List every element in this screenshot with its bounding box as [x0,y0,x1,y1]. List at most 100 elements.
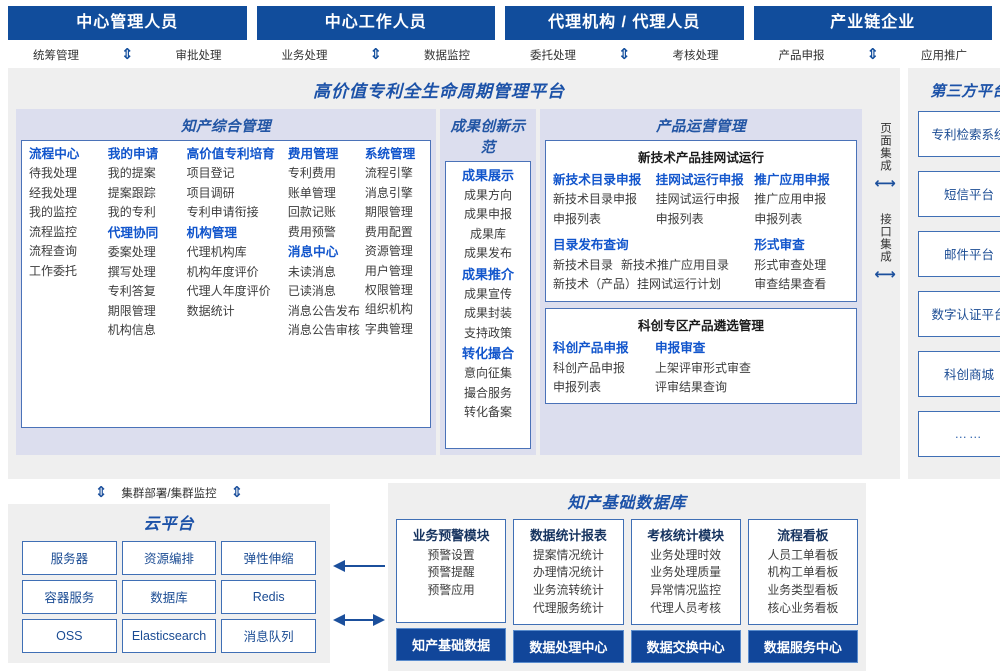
module-item[interactable]: 上架评审形式审查 [655,360,752,375]
module-item[interactable]: 用户管理 [364,263,413,278]
module-item[interactable]: 撰写处理 [107,264,156,279]
database-footer-base-data[interactable]: 知产基础数据 [396,627,507,661]
module-item[interactable]: 挂网试运行申报 [655,192,740,207]
module-item[interactable]: 支持政策 [463,325,512,340]
module-item[interactable]: 新技术（产品）挂网试运行计划 [553,277,722,292]
module-item[interactable]: 待我处理 [29,166,78,181]
module-item[interactable]: 字典管理 [364,321,413,336]
module-item[interactable]: 意向征集 [463,366,512,381]
module-item[interactable]: 资源管理 [364,244,413,259]
module-item[interactable]: 新技术目录 [553,257,614,272]
module-group-title[interactable]: 我的申请 [107,146,159,161]
module-item[interactable]: 消息公告审核 [287,323,360,338]
module-item[interactable]: 消息公告发布 [287,303,360,318]
cloud-cell-oss[interactable]: OSS [22,618,117,653]
module-item[interactable]: 新技术推广应用目录 [621,257,730,272]
module-item[interactable]: 形式审查处理 [754,257,827,272]
database-item[interactable]: 异常情况监控 [650,582,722,597]
module-item[interactable]: 代理机构库 [186,245,247,260]
database-item[interactable]: 业务处理时效 [650,547,722,562]
module-item[interactable]: 我的专利 [107,205,156,220]
module-item[interactable]: 成果库 [469,226,506,241]
cloud-cell-container-service[interactable]: 容器服务 [22,579,117,614]
database-item[interactable]: 机构工单看板 [767,565,839,580]
module-group-title[interactable]: 新技术目录申报 [553,172,642,187]
module-item[interactable]: 经我处理 [29,185,78,200]
module-item[interactable]: 流程引擎 [364,166,413,181]
cloud-cell-database[interactable]: 数据库 [121,579,217,614]
module-item[interactable]: 数据统计 [186,303,235,318]
cloud-cell-elastic-scaling[interactable]: 弹性伸缩 [221,540,317,575]
module-item[interactable]: 权限管理 [364,282,413,297]
cloud-cell-redis[interactable]: Redis [221,579,317,614]
cloud-cell-resource-orchestration[interactable]: 资源编排 [121,540,217,575]
cloud-cell-message-queue[interactable]: 消息队列 [221,618,317,653]
module-group-title[interactable]: 代理协同 [107,225,159,240]
module-item[interactable]: 消息引擎 [364,185,413,200]
module-item[interactable]: 机构信息 [107,323,156,338]
module-item[interactable]: 机构年度评价 [186,264,259,279]
module-group-title[interactable]: 科创产品申报 [553,340,629,355]
role-box-center-staff[interactable]: 中心工作人员 [256,6,495,40]
module-group-title[interactable]: 成果推介 [461,266,514,282]
database-item[interactable]: 预警应用 [427,582,475,597]
module-item[interactable]: 已读消息 [287,284,336,299]
module-item[interactable]: 成果封装 [463,306,512,321]
module-group-title[interactable]: 高价值专利培育 [186,146,275,161]
database-item[interactable]: 办理情况统计 [532,565,604,580]
module-item[interactable]: 项目调研 [186,185,235,200]
module-group-title[interactable]: 申报审查 [655,340,706,355]
database-item[interactable]: 提案情况统计 [532,547,604,562]
module-item[interactable]: 审查结果查看 [754,277,827,292]
database-item[interactable]: 代理人员考核 [650,600,722,615]
role-box-agency[interactable]: 代理机构 / 代理人员 [505,6,744,40]
module-item[interactable]: 我的提案 [107,166,156,181]
third-party-item-sms[interactable]: 短信平台 [918,170,1000,217]
database-footer-exchange-center[interactable]: 数据交换中心 [630,630,741,664]
module-item[interactable]: 专利费用 [287,166,336,181]
module-item[interactable]: 代理人年度评价 [186,284,271,299]
module-group-title[interactable]: 目录发布查询 [553,238,629,253]
database-footer-processing-center[interactable]: 数据处理中心 [513,630,624,664]
module-item[interactable]: 期限管理 [107,303,156,318]
module-item[interactable]: 提案跟踪 [107,185,156,200]
module-item[interactable]: 成果申报 [463,207,512,222]
third-party-item-more[interactable]: …… [918,410,1000,457]
module-group-title[interactable]: 推广应用申报 [754,172,830,187]
module-item[interactable]: 撮合服务 [463,385,512,400]
module-item[interactable]: 推广应用申报 [754,192,827,207]
module-item[interactable]: 委案处理 [107,245,156,260]
module-group-title[interactable]: 形式审查 [754,238,805,253]
database-item[interactable]: 业务类型看板 [767,582,839,597]
module-item[interactable]: 费用预警 [287,224,336,239]
module-item[interactable]: 专利答复 [107,284,156,299]
database-item[interactable]: 代理服务统计 [532,600,604,615]
module-item[interactable]: 账单管理 [287,185,336,200]
third-party-item-patent-search[interactable]: 专利检索系统 [918,110,1000,157]
role-box-center-manager[interactable]: 中心管理人员 [8,6,247,40]
module-item[interactable]: 回款记账 [287,205,336,220]
module-item[interactable]: 申报列表 [655,211,704,226]
module-group-title[interactable]: 费用管理 [287,146,339,161]
module-item[interactable]: 组织机构 [364,302,413,317]
module-item[interactable]: 成果宣传 [463,286,512,301]
module-item[interactable]: 转化备案 [463,405,512,420]
module-item[interactable]: 流程监控 [29,224,78,239]
database-footer-service-center[interactable]: 数据服务中心 [747,630,858,664]
module-item[interactable]: 新技术目录申报 [553,192,638,207]
third-party-item-digital-cert[interactable]: 数字认证平台 [918,290,1000,337]
module-item[interactable]: 我的监控 [29,205,78,220]
database-item[interactable]: 人员工单看板 [767,547,839,562]
database-item[interactable]: 业务处理质量 [650,565,722,580]
database-item[interactable]: 业务流转统计 [532,582,604,597]
database-item[interactable]: 核心业务看板 [767,600,839,615]
third-party-item-email[interactable]: 邮件平台 [918,230,1000,277]
third-party-item-innovation-mall[interactable]: 科创商城 [918,350,1000,397]
module-group-title[interactable]: 机构管理 [186,225,237,240]
module-item[interactable]: 项目登记 [186,166,235,181]
module-group-title[interactable]: 挂网试运行申报 [655,172,744,187]
module-item[interactable]: 期限管理 [364,205,413,220]
module-group-title[interactable]: 系统管理 [364,146,416,161]
module-group-title[interactable]: 流程中心 [29,146,80,161]
module-item[interactable]: 费用配置 [364,224,413,239]
